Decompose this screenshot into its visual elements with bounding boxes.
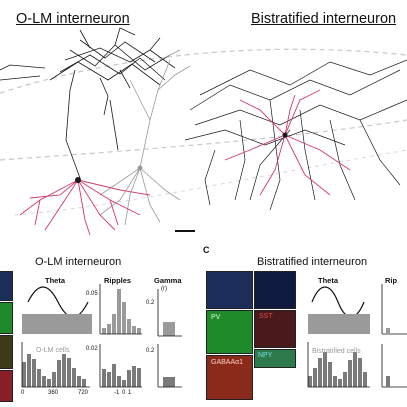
olm-gamma-header: Gamma xyxy=(154,276,182,285)
marker-sst-label: SST xyxy=(259,313,273,320)
bistratified-axon xyxy=(224,89,351,196)
fluor-panel-blue xyxy=(206,271,253,309)
olm-theta-tick-720: 720 xyxy=(78,390,89,396)
fluor-panel-gaba: GABAAα1 xyxy=(206,355,253,400)
neuron-reconstruction-figure xyxy=(0,27,407,236)
marker-npy-label: NPY xyxy=(258,352,273,359)
olm-fluor-blue xyxy=(0,271,13,301)
olm-fluor-red xyxy=(0,370,13,402)
olm-upper-tuft xyxy=(0,27,176,179)
bistratified-bottom-title: Bistratified interneuron xyxy=(257,256,368,268)
olm-fluor-olive xyxy=(0,335,13,369)
olm-theta-tick-0: 0 xyxy=(21,390,25,396)
olm-gamma-cells-bar xyxy=(163,377,175,387)
fluor-panel-dark-blue xyxy=(254,271,296,309)
bistratified-theta-cells-hist xyxy=(308,352,367,387)
layer-boundary-bottom xyxy=(14,149,407,216)
olm-pyramidal-label: Pyramidal cells xyxy=(30,317,78,324)
olm-ripple-tick-1: 1 xyxy=(128,390,132,396)
olm-theta-pyramidal-hist xyxy=(22,314,92,334)
olm-lower-arbor xyxy=(19,179,151,236)
olm-ripple-tick-0: 0 xyxy=(122,390,126,396)
olm-ripple-tick-neg1: -1 xyxy=(114,390,120,396)
olm-cells-label: O-LM cells xyxy=(36,347,70,354)
olm-ripples-header: Ripples xyxy=(104,276,132,285)
bistratified-cells-label: Bistratified cells xyxy=(312,348,361,355)
layer-boundary-upper xyxy=(0,48,407,94)
olm-ripples-cells-hist xyxy=(102,364,141,387)
olm-gamma-pyramidal-bar xyxy=(163,322,175,336)
layer-boundary-lower xyxy=(0,119,407,161)
olm-theta-sine xyxy=(27,286,89,318)
gray-soma xyxy=(137,165,143,171)
olm-theta-header: Theta xyxy=(45,276,66,285)
bistratified-dendrites xyxy=(184,59,407,211)
bistratified-theta-header: Theta xyxy=(318,276,339,285)
olm-title: O-LM interneuron xyxy=(16,11,130,27)
fluor-panel-npy: NPY xyxy=(254,349,296,368)
olm-bottom-title: O-LM interneuron xyxy=(35,256,122,268)
olm-gamma-y-mid: 0.2 xyxy=(146,300,155,306)
bistratified-theta-sine xyxy=(311,286,365,318)
bistratified-title: Bistratified interneuron xyxy=(251,11,397,27)
olm-ripples-pyramidal-hist xyxy=(102,289,141,334)
olm-theta-tick-360: 360 xyxy=(48,390,59,396)
olm-fluor-green xyxy=(0,302,13,334)
marker-gaba-label: GABAAα1 xyxy=(211,359,244,366)
fluor-panel-sst: SST xyxy=(254,310,296,348)
olm-ripple-y-top: 0.05 xyxy=(86,291,98,297)
bistratified-ripples-header: Rip xyxy=(385,276,398,285)
marker-pv-label: PV xyxy=(211,314,221,321)
panel-letter-c: C xyxy=(203,245,210,255)
bistratified-theta-pyramidal-hist xyxy=(308,314,370,334)
olm-gamma-y-bottom: 0.2 xyxy=(146,348,155,354)
olm-soma xyxy=(75,177,81,183)
olm-ripple-y-bottom: 0.02 xyxy=(86,346,98,352)
bistratified-phase-plots xyxy=(307,284,407,388)
olm-theta-cells-hist xyxy=(22,354,86,387)
bistratified-soma xyxy=(282,132,288,138)
fluor-panel-pv: PV xyxy=(206,310,253,354)
olm-gamma-y-top: (r) xyxy=(161,286,167,292)
bistratified-pyramidal-label: Pyramidal cells xyxy=(314,317,362,324)
olm-phase-plots xyxy=(21,284,182,388)
gray-neuron xyxy=(99,49,191,226)
